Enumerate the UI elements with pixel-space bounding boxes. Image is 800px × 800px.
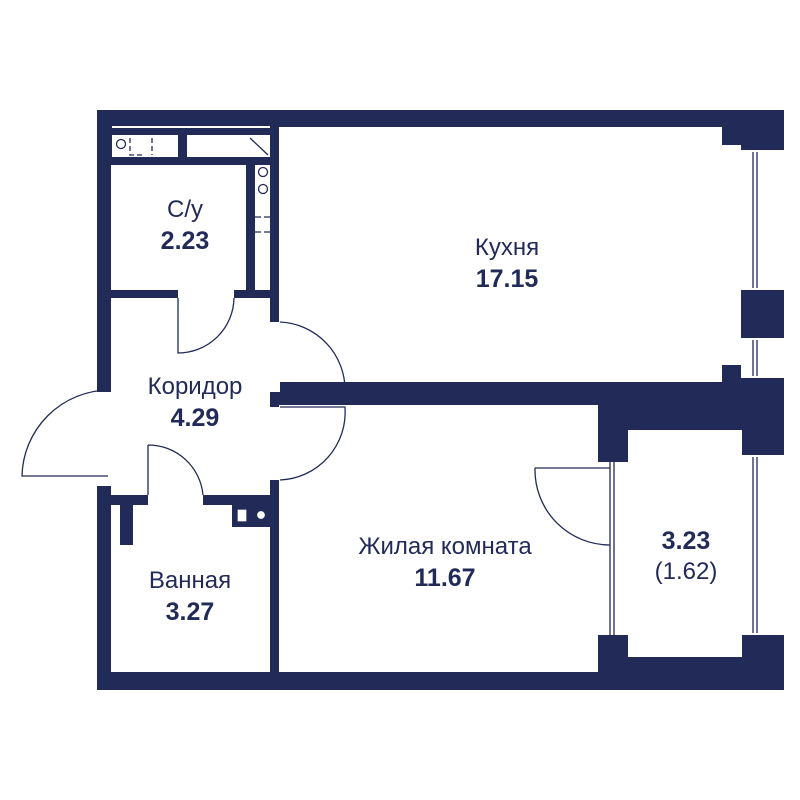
living-floor — [279, 405, 598, 672]
room-area: 17.15 — [475, 265, 539, 293]
room-area: 4.29 — [170, 404, 220, 432]
room-name: Ванная — [148, 567, 232, 594]
storage-right — [187, 135, 270, 157]
room-name: С/у — [166, 196, 203, 223]
room-label-corridor: Коридор 4.29 — [148, 372, 243, 434]
balcony-door — [598, 462, 628, 635]
corridor-floor — [111, 298, 270, 495]
balcony-floor — [628, 430, 742, 657]
kitchen-window-2 — [741, 338, 784, 378]
room-name: Жилая комната — [358, 533, 532, 560]
room-area: 3.23 — [661, 527, 711, 555]
room-name: Кухня — [474, 234, 540, 261]
room-label-balcony: 3.23 (1.62) — [655, 525, 718, 587]
room-label-living: Жилая комната 11.67 — [358, 532, 531, 594]
bathroom-floor — [111, 505, 270, 672]
room-label-wc: С/у 2.23 — [161, 195, 210, 257]
room-area: 11.67 — [414, 564, 476, 592]
room-name: Коридор — [147, 373, 243, 400]
storage-left — [112, 135, 178, 157]
floors — [97, 126, 784, 672]
room-area: 3.27 — [165, 598, 215, 626]
kitchen-window-1 — [741, 150, 784, 290]
kitchen-floor — [279, 127, 741, 382]
balcony-window — [742, 455, 784, 635]
room-sub-area: (1.62) — [654, 558, 718, 585]
shaft — [255, 165, 270, 290]
room-area: 2.23 — [160, 227, 210, 255]
room-label-kitchen: Кухня 17.15 — [475, 233, 539, 295]
details — [21, 137, 758, 635]
wc-floor — [111, 165, 246, 290]
room-label-bathroom: Ванная 3.27 — [149, 566, 231, 628]
